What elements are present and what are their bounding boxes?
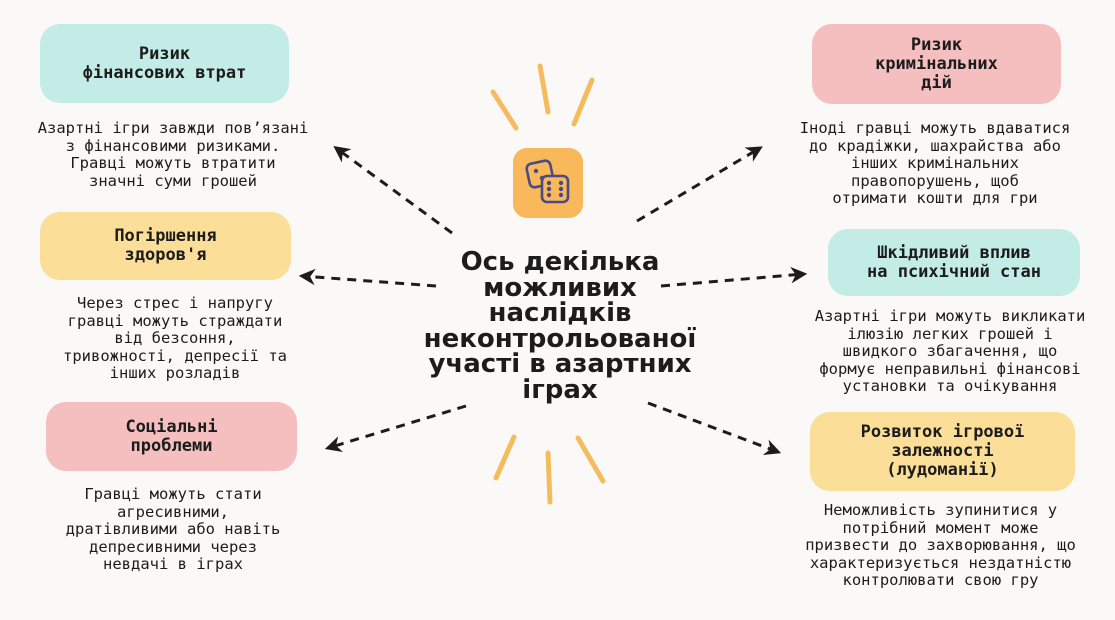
box-health: Погіршення здоров'я	[40, 212, 291, 280]
arrow-to-health	[298, 268, 437, 288]
dice-tile	[513, 148, 583, 218]
arrow-to-social	[324, 404, 467, 453]
desc-health: Через стрес і напругу гравці можуть стра…	[63, 294, 287, 382]
burst-ray	[571, 77, 595, 127]
desc-mental: Азартні ігри можуть викликати ілюзію лег…	[814, 307, 1086, 395]
burst-ray	[537, 63, 551, 115]
arrow-to-criminal	[636, 146, 763, 223]
desc-financial-risk: Азартні ігри завжди пов’язані з фінансов…	[37, 119, 309, 190]
desc-criminal: Іноді гравці можуть вдаватися до крадіжк…	[799, 119, 1071, 207]
desc-addiction: Неможливість зупинитися у потрібний моме…	[805, 501, 1076, 589]
box-addiction: Розвиток ігрової залежності (лудоманії)	[810, 412, 1075, 491]
burst-ray	[575, 435, 606, 484]
box-financial-risk: Ризик фінансових втрат	[40, 24, 289, 103]
box-criminal: Ризик кримінальних дій	[812, 24, 1061, 104]
burst-ray	[490, 89, 519, 131]
box-social: Соціальні проблеми	[46, 402, 297, 471]
desc-social: Гравці можуть стати агресивними, дратівл…	[65, 485, 281, 573]
burst-ray	[493, 434, 517, 481]
dice-icon	[525, 159, 570, 204]
burst-ray	[545, 450, 553, 505]
center-title: Ось декілька можливих наслідків неконтро…	[423, 247, 697, 405]
arrow-to-financial	[333, 146, 453, 235]
arrow-to-addiction	[647, 401, 782, 456]
arrow-to-mental	[660, 266, 808, 288]
box-mental: Шкідливий вплив на психічний стан	[828, 229, 1080, 296]
burst-rays	[490, 63, 606, 505]
